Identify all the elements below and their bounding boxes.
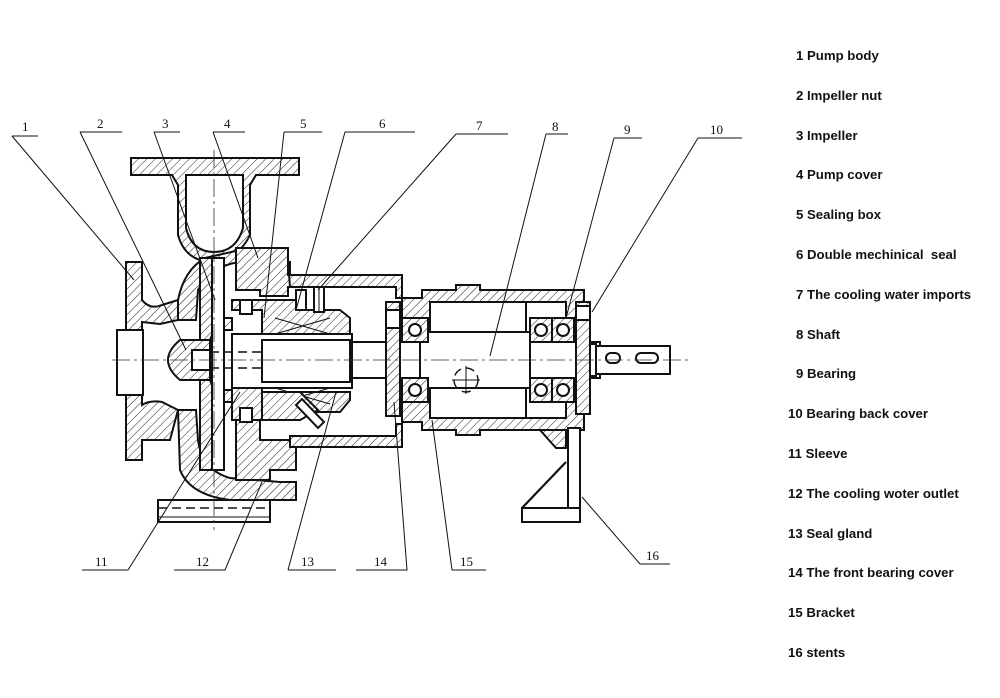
callout-10: 10 [710,122,723,137]
legend-item: 13 Seal gland [788,525,873,541]
callout-5: 5 [300,116,307,131]
callout-13: 13 [301,554,314,569]
legend-item: 4 Pump cover [796,167,883,183]
legend-item: 9 Bearing [796,366,857,382]
callout-3: 3 [162,116,169,131]
legend-item: 11 Sleeve [788,445,848,461]
callout-16: 16 [646,548,660,563]
stents [521,427,581,523]
pump-cross-section-drawing: 1 2 3 4 5 6 7 8 9 10 11 12 13 14 15 16 [11,116,742,571]
callout-9: 9 [624,122,631,137]
callout-8: 8 [552,119,559,134]
callout-12: 12 [196,554,209,569]
callout-11: 11 [95,554,108,569]
callouts: 1 2 3 4 5 6 7 8 9 10 11 12 13 14 15 16 [11,116,742,571]
parts-legend: 1 Pump body 2 Impeller nut 3 Impeller 4 … [786,46,1000,683]
callout-15: 15 [460,554,473,569]
callout-6: 6 [379,116,386,131]
impeller [199,257,233,471]
bracket [286,261,585,449]
callout-7: 7 [476,118,483,133]
legend-item: 16 stents [788,644,846,660]
legend-item: 3 Impeller [796,127,858,143]
legend-item: 14 The front bearing cover [788,565,954,581]
legend-item: 12 The cooling woter outlet [788,485,959,501]
legend-item: 6 Double mechinical seal [796,246,957,262]
callout-14: 14 [374,554,388,569]
callout-1: 1 [22,119,29,134]
legend-item: 15 Bracket [788,605,855,621]
legend-item: 1 Pump body [796,48,879,63]
legend-item: 7 The cooling water imports [796,286,972,302]
impeller-nut [166,339,211,381]
legend-item: 5 Sealing box [796,207,882,223]
legend-item: 10 Bearing back cover [788,406,929,422]
callout-2: 2 [97,116,104,131]
callout-4: 4 [224,116,231,131]
legend-item: 8 Shaft [796,326,840,342]
bearing-covers [385,301,591,417]
legend-item: 2 Impeller nut [796,87,882,103]
seal-gland [261,391,326,430]
bearing [401,317,575,403]
